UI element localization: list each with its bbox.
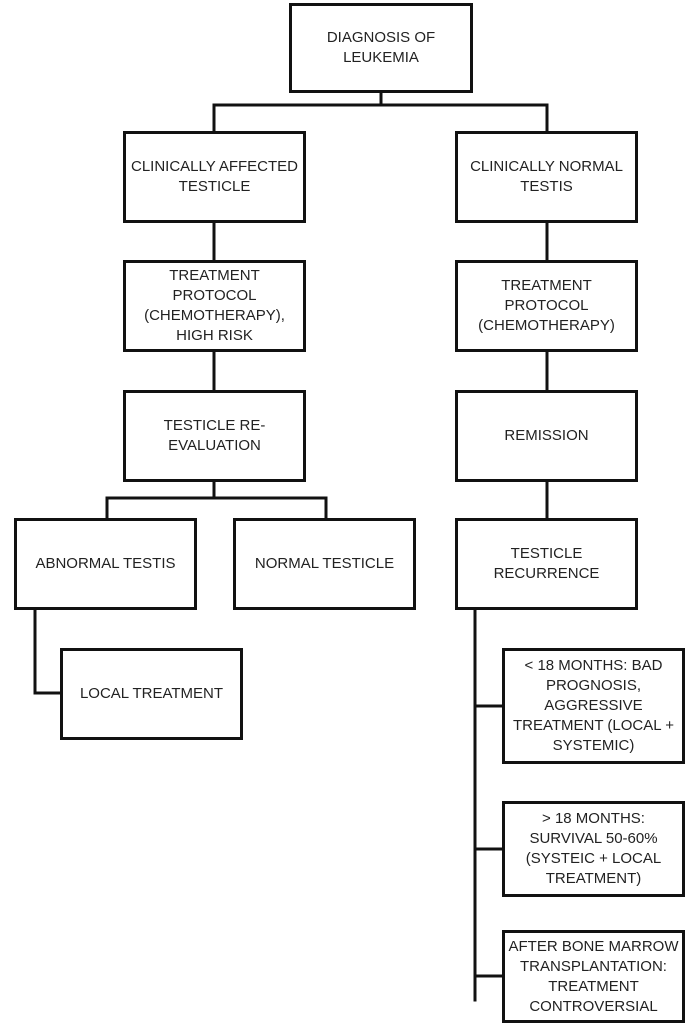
protocol-node: TREATMENT PROTOCOL (CHEMOTHERAPY) xyxy=(455,260,638,352)
abnormal-testis-node: ABNORMAL TESTIS xyxy=(14,518,197,610)
normal-testicle-node: NORMAL TESTICLE xyxy=(233,518,416,610)
clinically-affected-node: CLINICALLY AFFECTED TESTICLE xyxy=(123,131,306,223)
high-risk-protocol-node: TREATMENT PROTOCOL (CHEMOTHERAPY), HIGH … xyxy=(123,260,306,352)
diagnosis-node: DIAGNOSIS OF LEUKEMIA xyxy=(289,3,473,93)
bone-marrow-transplant-node: AFTER BONE MARROW TRANSPLANTATION: TREAT… xyxy=(502,930,685,1023)
under-18-months-node: < 18 MONTHS: BAD PROGNOSIS, AGGRESSIVE T… xyxy=(502,648,685,764)
over-18-months-node: > 18 MONTHS: SURVIVAL 50-60% (SYSTEIC + … xyxy=(502,801,685,897)
recurrence-node: TESTICLE RECURRENCE xyxy=(455,518,638,610)
remission-node: REMISSION xyxy=(455,390,638,482)
local-treatment-node: LOCAL TREATMENT xyxy=(60,648,243,740)
reevaluation-node: TESTICLE RE- EVALUATION xyxy=(123,390,306,482)
clinically-normal-node: CLINICALLY NORMAL TESTIS xyxy=(455,131,638,223)
